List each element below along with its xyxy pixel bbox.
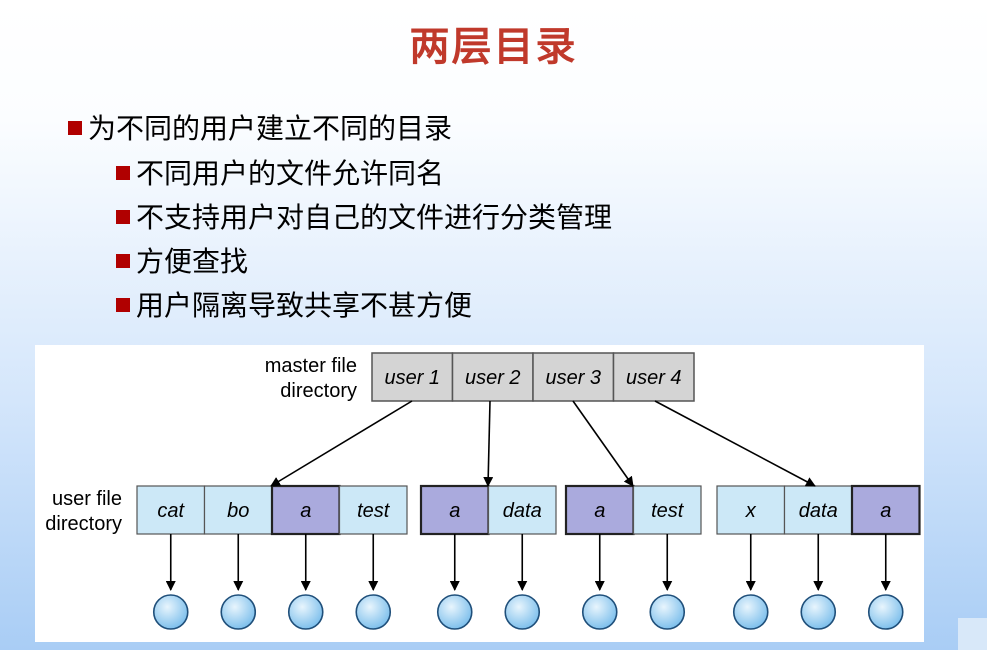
ufd-cell-label: test	[651, 500, 685, 522]
user-directory: x data a	[716, 484, 921, 536]
ufd-cell-label: data	[799, 500, 838, 522]
master-cell-label: user 4	[626, 367, 682, 389]
ufd-cell-label: bo	[227, 500, 249, 522]
master-cell	[451, 352, 534, 402]
ufd-cell	[203, 485, 273, 535]
corner-decoration	[958, 618, 987, 650]
bullet-square-icon	[116, 210, 130, 224]
file-node	[800, 594, 837, 630]
bullet-square-icon	[116, 298, 130, 312]
ufd-cell-label: x	[745, 500, 757, 522]
sub-bullet-text: 方便查找	[136, 245, 249, 278]
master-pointer-arrow	[270, 400, 413, 487]
directory-diagram: master file directory user file director…	[45, 352, 921, 630]
pointer-arrows	[165, 400, 891, 591]
master-file-directory: user 1 user 2 user 3 user 4	[371, 352, 695, 402]
file-node	[504, 594, 541, 630]
master-label-line2: directory	[280, 380, 357, 402]
ufd-cell	[338, 485, 408, 535]
master-label-line1: master file	[265, 355, 357, 377]
user-directory: cat bo a test	[136, 484, 408, 536]
user-file-directories: cat bo a test a data a test x data a	[136, 484, 921, 536]
ufd-cell-label: a	[449, 500, 460, 522]
sub-bullet: 不同用户的文件允许同名	[116, 152, 444, 192]
ufd-cell	[419, 484, 490, 536]
ufd-label-line1: user file	[52, 488, 122, 510]
file-node	[436, 594, 473, 630]
ufd-cell	[487, 485, 557, 535]
bullet-square-icon	[68, 121, 82, 135]
master-cell	[612, 352, 695, 402]
ufd-cell-label: data	[503, 500, 542, 522]
master-cell	[371, 352, 454, 402]
file-node	[732, 594, 769, 630]
sub-bullet-text: 不支持用户对自己的文件进行分类管理	[136, 201, 613, 234]
slide-title: 两层目录	[409, 24, 578, 70]
bullet-main-text: 为不同的用户建立不同的目录	[88, 112, 453, 145]
file-node	[581, 594, 618, 630]
user-directory: a data	[419, 484, 557, 536]
file-node	[649, 594, 686, 630]
sub-bullet-text: 不同用户的文件允许同名	[136, 157, 445, 190]
file-node	[867, 594, 904, 630]
file-node	[152, 594, 189, 630]
user-directory: a test	[564, 484, 702, 536]
ufd-cell-label: a	[594, 500, 605, 522]
ufd-cell-label: a	[880, 500, 891, 522]
bullet-square-icon	[116, 254, 130, 268]
file-node	[220, 594, 257, 630]
master-pointer-arrow	[654, 400, 816, 487]
bullet-square-icon	[116, 166, 130, 180]
ufd-cell-label: a	[300, 500, 311, 522]
ufd-cell-label: cat	[157, 500, 185, 522]
master-cell-label: user 3	[545, 367, 601, 389]
ufd-cell	[783, 485, 853, 535]
file-node	[287, 594, 324, 630]
bullet-main: 为不同的用户建立不同的目录	[68, 107, 452, 147]
sub-bullet: 用户隔离导致共享不甚方便	[116, 284, 472, 324]
ufd-cell-label: test	[357, 500, 391, 522]
sub-bullet-text: 用户隔离导致共享不甚方便	[136, 289, 473, 322]
sub-bullet: 方便查找	[116, 240, 248, 280]
ufd-cell	[716, 485, 786, 535]
master-pointer-arrow	[483, 400, 494, 487]
master-cell-label: user 1	[384, 367, 440, 389]
master-pointer-arrow	[572, 400, 634, 487]
sub-bullet: 不支持用户对自己的文件进行分类管理	[116, 196, 612, 236]
master-cell-label: user 2	[465, 367, 521, 389]
two-level-directory-figure: master file directory user file director…	[35, 345, 924, 642]
file-node	[355, 594, 392, 630]
master-cell	[532, 352, 615, 402]
ufd-label-line2: directory	[45, 513, 122, 535]
ufd-cell	[632, 485, 702, 535]
file-nodes	[152, 594, 904, 630]
